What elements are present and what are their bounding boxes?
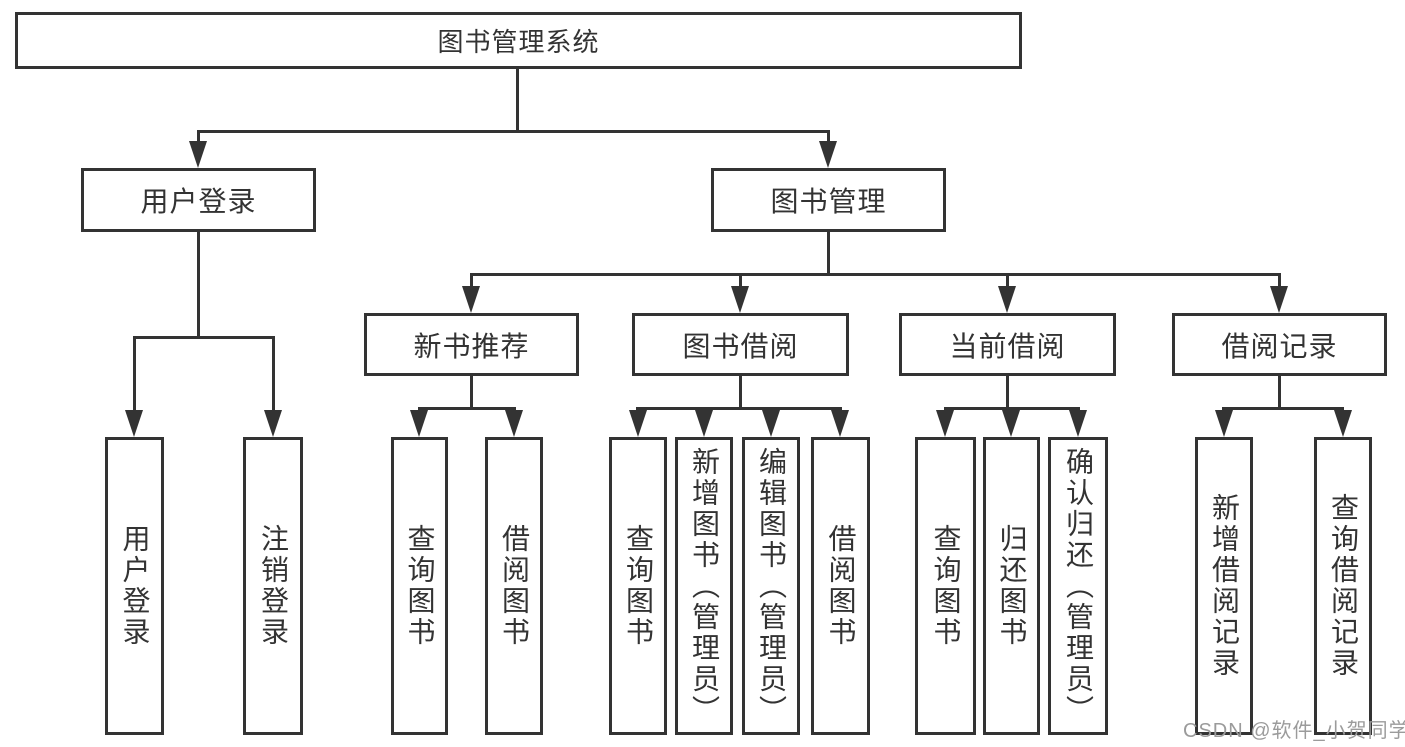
edge-bookmgmt-drop-1 [470, 273, 473, 289]
node-user-login-label: 用户登录 [140, 186, 257, 217]
leaf-borrow-book-2-label: 借阅图书 [825, 524, 857, 648]
leaf-return-book-label: 归还图书 [996, 524, 1028, 648]
node-user-login: 用户登录 [81, 168, 316, 232]
edge-bookmgmt-drop-4 [1278, 273, 1281, 289]
leaf-borrow-book-1: 借阅图书 [485, 437, 543, 735]
leaf-query-book-1: 查询图书 [391, 437, 448, 735]
edge-userlogin-bar [133, 336, 275, 339]
arrowhead-query-record [1334, 410, 1352, 437]
leaf-query-record-label: 查询借阅记录 [1328, 493, 1359, 679]
leaf-confirm-return: 确认归还（管理员） [1048, 437, 1108, 735]
leaf-return-book: 归还图书 [983, 437, 1040, 735]
arrowhead-query-book-1 [410, 410, 428, 437]
leaf-add-book-label: 新增图书（管理员） [689, 446, 720, 726]
arrowhead-confirm-return [1069, 410, 1087, 437]
arrowhead-borrow-book-1 [505, 410, 523, 437]
leaf-logout: 注销登录 [243, 437, 303, 735]
edge-bookborrow-bar [636, 407, 842, 410]
arrowhead-leaf-user-login [125, 410, 143, 437]
leaf-confirm-return-label: 确认归还（管理员） [1063, 446, 1094, 726]
arrowhead-edit-book [762, 410, 780, 437]
edge-userlogin-stem [197, 232, 200, 339]
arrowhead-book-borrow [731, 286, 749, 313]
arrowhead-borrow-book-2 [831, 410, 849, 437]
leaf-query-book-3: 查询图书 [915, 437, 976, 735]
node-book-mgmt: 图书管理 [711, 168, 946, 232]
leaf-borrow-book-2: 借阅图书 [811, 437, 870, 735]
leaf-query-record: 查询借阅记录 [1314, 437, 1372, 735]
leaf-add-record: 新增借阅记录 [1195, 437, 1253, 735]
edge-bookmgmt-stem [827, 232, 830, 276]
arrowhead-current-borrow [998, 286, 1016, 313]
leaf-user-login-label: 用户登录 [119, 524, 151, 648]
node-borrow-records: 借阅记录 [1172, 313, 1387, 376]
edge-currentborrow-bar [944, 407, 1080, 410]
node-book-mgmt-label: 图书管理 [770, 186, 887, 217]
edge-newbookrec-stem [470, 376, 473, 410]
leaf-borrow-book-1-label: 借阅图书 [499, 524, 530, 648]
node-current-borrow: 当前借阅 [899, 313, 1116, 376]
node-book-borrow-label: 图书借阅 [682, 330, 799, 362]
leaf-edit-book-label: 编辑图书（管理员） [756, 446, 787, 726]
edge-newbookrec-bar [418, 407, 516, 410]
node-book-borrow: 图书借阅 [632, 313, 849, 376]
arrowhead-book-mgmt [819, 141, 837, 168]
edge-bookmgmt-drop-2 [739, 273, 742, 289]
arrowhead-new-book-rec [462, 286, 480, 313]
edge-root-stem [516, 69, 519, 133]
arrowhead-leaf-logout [264, 410, 282, 437]
edge-bookmgmt-bar [470, 273, 1281, 276]
leaf-add-book: 新增图书（管理员） [675, 437, 733, 735]
leaf-user-login: 用户登录 [105, 437, 164, 735]
arrowhead-add-book [695, 410, 713, 437]
edge-bookborrow-stem [739, 376, 742, 410]
node-current-borrow-label: 当前借阅 [949, 330, 1066, 362]
edge-root-drop-right [827, 130, 830, 146]
edge-bookmgmt-drop-3 [1006, 273, 1009, 289]
arrowhead-user-login [189, 141, 207, 168]
edge-borrowrecords-bar [1222, 407, 1344, 410]
arrowhead-query-book-2 [629, 410, 647, 437]
node-new-book-rec-label: 新书推荐 [413, 330, 530, 362]
leaf-query-book-1-label: 查询图书 [404, 524, 436, 648]
leaf-add-record-label: 新增借阅记录 [1209, 493, 1240, 679]
leaf-query-book-3-label: 查询图书 [930, 524, 962, 648]
arrowhead-return-book [1002, 410, 1020, 437]
edge-userlogin-drop-2 [272, 336, 275, 414]
node-new-book-rec: 新书推荐 [364, 313, 579, 376]
edge-currentborrow-stem [1006, 376, 1009, 410]
edge-userlogin-drop-1 [133, 336, 136, 414]
leaf-query-book-2: 查询图书 [609, 437, 667, 735]
leaf-query-book-2-label: 查询图书 [623, 524, 654, 648]
node-borrow-records-label: 借阅记录 [1221, 330, 1338, 362]
leaf-logout-label: 注销登录 [258, 524, 289, 648]
edge-root-bar [197, 130, 830, 133]
edge-root-drop-left [197, 130, 200, 146]
node-root: 图书管理系统 [15, 12, 1022, 69]
csdn-watermark: CSDN @软件_小贺同学 [1183, 720, 1405, 742]
arrowhead-add-record [1215, 410, 1233, 437]
leaf-edit-book: 编辑图书（管理员） [742, 437, 800, 735]
arrowhead-borrow-records [1270, 286, 1288, 313]
arrowhead-query-book-3 [936, 410, 954, 437]
node-root-label: 图书管理系统 [437, 27, 600, 57]
edge-borrowrecords-stem [1278, 376, 1281, 410]
